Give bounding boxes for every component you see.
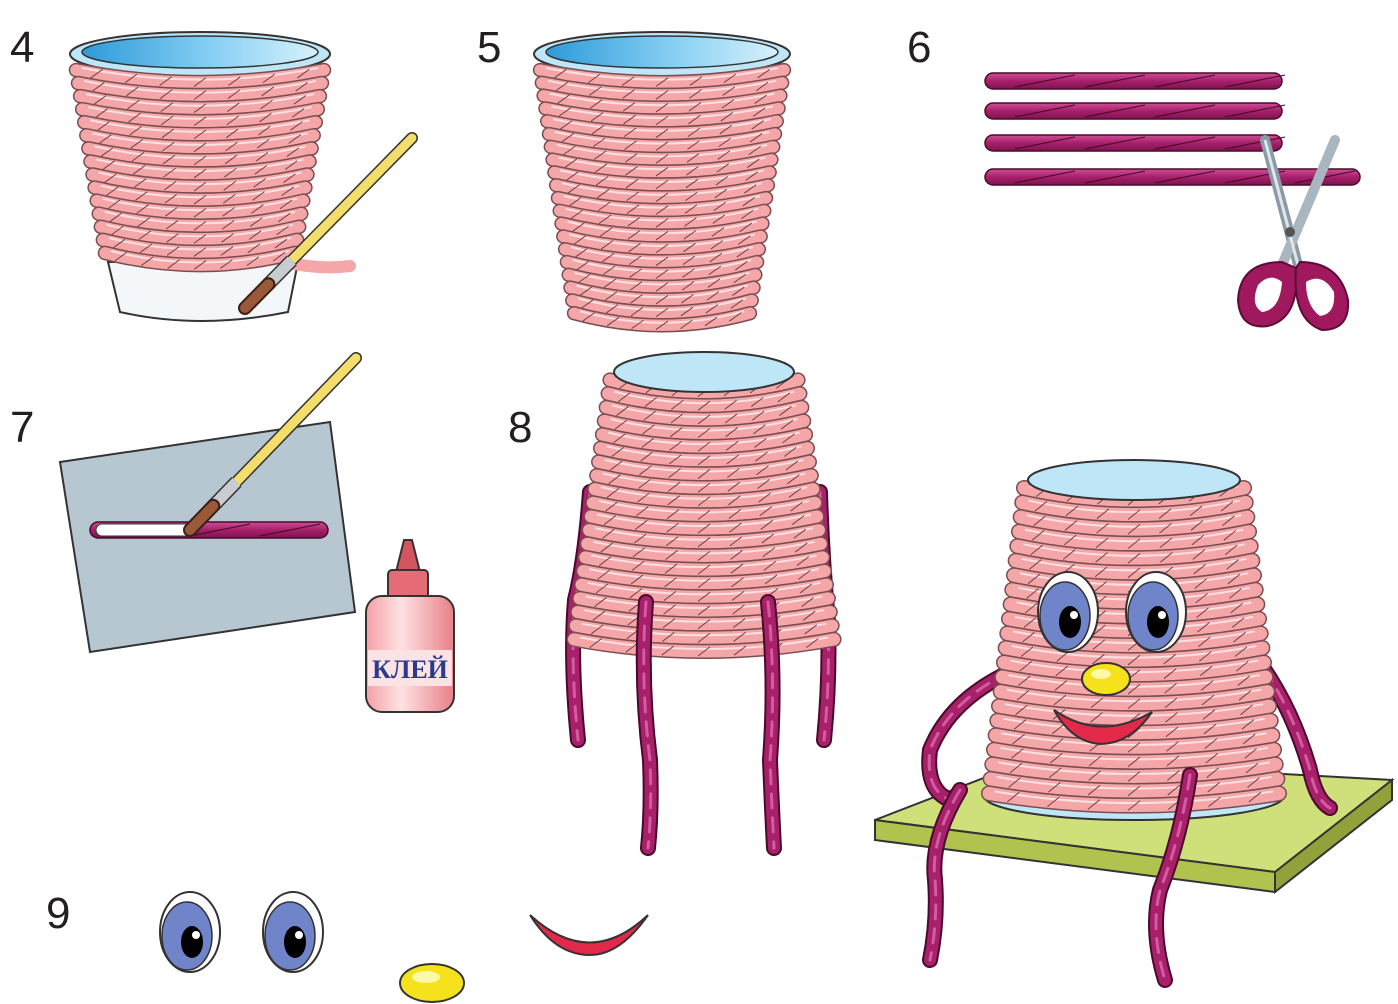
magenta-stick	[985, 103, 1285, 119]
step-number-8: 8	[508, 403, 532, 452]
mouth-icon	[530, 915, 648, 955]
final-character	[875, 460, 1392, 980]
step-number-7: 7	[10, 403, 34, 452]
magenta-stick	[985, 73, 1285, 89]
cup-icon	[534, 32, 790, 330]
cup-icon	[574, 352, 834, 656]
magenta-stick	[985, 135, 1285, 151]
magenta-leg	[644, 602, 651, 848]
eye-icon	[263, 892, 323, 972]
step-number-6: 6	[907, 23, 931, 72]
glue-coated-stick-part	[96, 524, 196, 536]
step-8-cup-with-legs	[573, 352, 834, 848]
step-7-gluing: КЛЕЙ	[60, 358, 454, 712]
step-6-sticks-and-scissors	[985, 73, 1360, 330]
nose-icon	[1082, 663, 1130, 695]
eye-icon	[160, 892, 220, 972]
magenta-leg	[768, 602, 774, 848]
step-9-face-parts	[160, 892, 648, 1002]
step-number-9: 9	[46, 889, 70, 938]
nose-icon	[400, 964, 464, 1002]
step-4-wrapping-cup	[70, 32, 412, 321]
glue-bottle-label: КЛЕЙ	[372, 655, 448, 684]
cup-icon	[70, 32, 330, 269]
step-number-5: 5	[477, 23, 501, 72]
eye-icon	[1126, 572, 1186, 652]
glue-bottle-icon: КЛЕЙ	[366, 540, 454, 712]
step-5-wrapped-cup	[534, 32, 790, 330]
magenta-stick	[985, 169, 1360, 185]
step-number-4: 4	[10, 23, 34, 72]
eye-icon	[1038, 572, 1098, 652]
